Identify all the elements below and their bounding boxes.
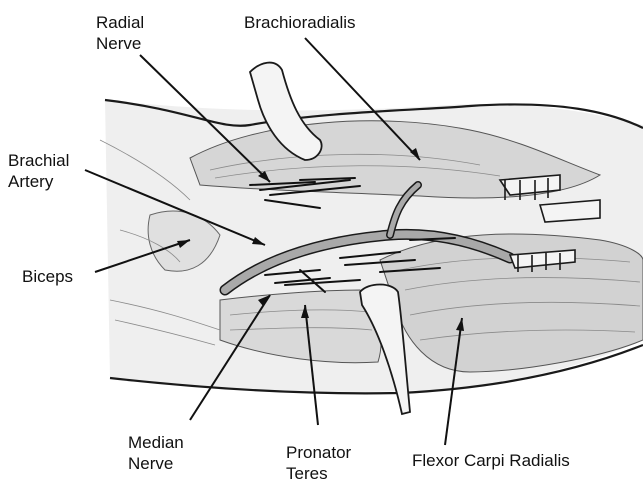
- label-brachioradialis: Brachioradialis: [244, 12, 356, 33]
- label-radial-nerve: Radial Nerve: [96, 12, 144, 54]
- label-brachial-artery: Brachial Artery: [8, 150, 69, 192]
- label-pronator-teres-line2: Teres: [286, 463, 351, 484]
- label-radial-nerve-line2: Nerve: [96, 33, 144, 54]
- label-pronator-teres: Pronator Teres: [286, 442, 351, 484]
- label-brachial-artery-line1: Brachial: [8, 150, 69, 171]
- label-median-nerve-line1: Median: [128, 432, 184, 453]
- label-median-nerve-line2: Nerve: [128, 453, 184, 474]
- label-flexor-carpi-radialis: Flexor Carpi Radialis: [412, 450, 570, 471]
- label-biceps: Biceps: [22, 266, 73, 287]
- label-radial-nerve-line1: Radial: [96, 12, 144, 33]
- label-brachial-artery-line2: Artery: [8, 171, 69, 192]
- label-median-nerve: Median Nerve: [128, 432, 184, 474]
- label-pronator-teres-line1: Pronator: [286, 442, 351, 463]
